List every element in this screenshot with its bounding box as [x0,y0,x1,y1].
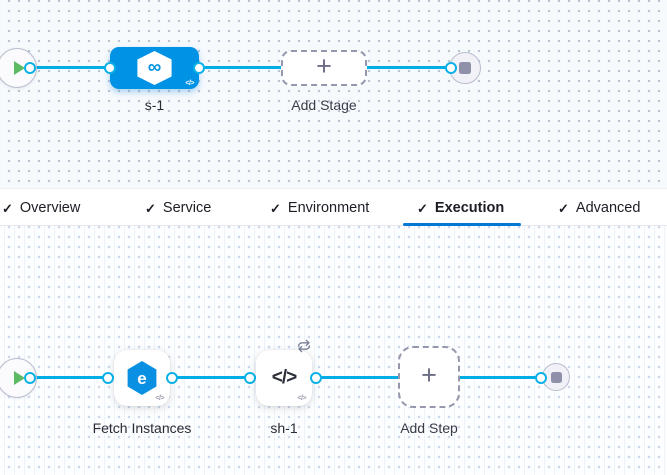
connector-dot[interactable] [310,372,322,384]
connector-dot[interactable] [244,372,256,384]
tab-execution[interactable]: ✓ Execution [417,189,504,227]
play-icon [13,371,25,385]
stage-graph-canvas: ∞ </> s-1 + Add Stage [0,0,667,188]
step-label: Fetch Instances [92,420,192,436]
add-step-button[interactable]: + [398,346,460,408]
play-icon [13,61,25,75]
connector-dot[interactable] [535,372,547,384]
add-step-label: Add Step [400,420,458,436]
check-icon: ✓ [417,200,428,216]
step-node-sh1[interactable]: </> </> [256,350,312,406]
execution-graph-canvas: e </> Fetch Instances </> </> sh-1 + Add… [0,226,667,475]
connector-dot[interactable] [102,372,114,384]
stage-node-s1[interactable]: ∞ </> [110,47,199,89]
deploy-stage-hexagon-icon: ∞ [137,51,172,85]
shell-script-icon: </> [271,367,298,388]
stop-icon [550,371,562,383]
infinity-icon: ∞ [147,56,162,78]
tab-label: Service [162,200,212,216]
connector-dot[interactable] [24,372,36,384]
check-icon: ✓ [2,200,13,216]
step-label: sh-1 [270,420,298,436]
stage-flow-line [28,66,452,69]
loop-strategy-icon[interactable] [295,338,313,354]
tab-overview[interactable]: ✓ Overview [2,189,80,227]
tab-service[interactable]: ✓ Service [145,189,211,227]
connector-dot[interactable] [193,62,205,74]
elastigroup-letter: e [137,368,147,388]
stage-tabs-bar: ✓ Overview ✓ Service ✓ Environment ✓ Exe… [0,188,667,226]
connector-dot[interactable] [24,62,36,74]
elastigroup-icon: e [127,361,157,395]
tab-environment[interactable]: ✓ Environment [270,189,369,227]
add-stage-label: Add Stage [291,97,357,113]
check-icon: ✓ [145,200,156,216]
plus-icon: + [421,360,437,390]
code-badge-icon: </> [185,80,194,87]
connector-dot[interactable] [104,62,116,74]
check-icon: ✓ [558,200,569,216]
tab-label: Overview [19,200,81,216]
active-tab-underline [403,223,521,226]
plus-icon: + [316,51,332,81]
tab-advanced[interactable]: ✓ Advanced [558,189,640,227]
code-badge-icon: </> [155,395,164,402]
step-node-fetch-instances[interactable]: e </> [114,350,170,406]
check-icon: ✓ [270,200,281,216]
stage-label: s-1 [144,97,165,113]
tab-label: Execution [434,200,505,216]
connector-dot[interactable] [445,62,457,74]
code-badge-icon: </> [297,395,306,402]
tab-label: Environment [287,200,370,216]
connector-dot[interactable] [166,372,178,384]
tab-label: Advanced [575,200,641,216]
stop-icon [459,62,471,74]
add-stage-button[interactable]: + [281,50,367,86]
